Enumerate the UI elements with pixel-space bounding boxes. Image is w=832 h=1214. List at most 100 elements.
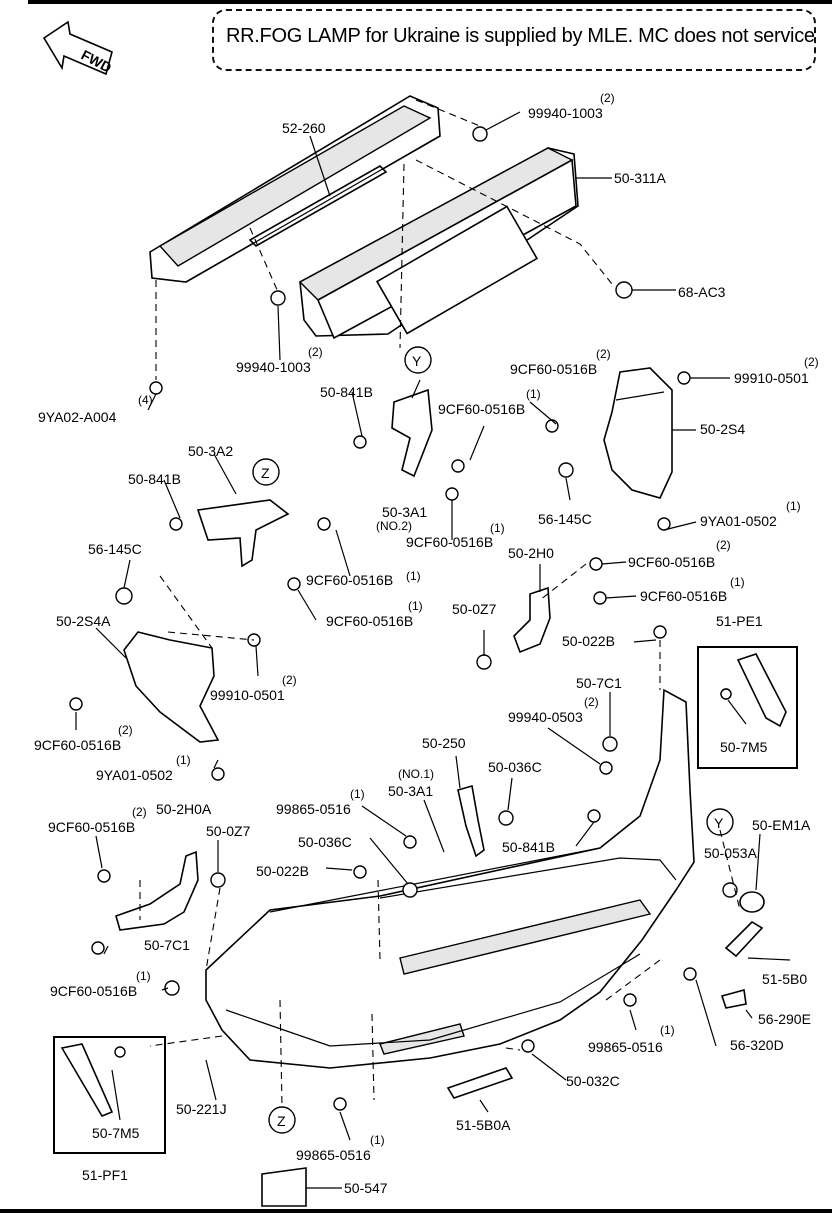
part-51-5B0A-reflector: [446, 1067, 514, 1099]
part-56-290E-cap: [720, 988, 747, 1009]
label-50-022B: 50-022B: [562, 633, 615, 649]
label-50-053A: 50-053A: [704, 845, 758, 861]
label-9CF60-0516B: 9CF60-0516B: [510, 361, 597, 377]
inset-box-51-pe1: [697, 646, 798, 769]
service-note-text: RR.FOG LAMP for Ukraine is supplied by M…: [226, 25, 815, 47]
label-9YA02-A004: 9YA02-A004: [38, 409, 117, 425]
label-56-290E: 56-290E: [758, 1011, 811, 1027]
svg-text:Y: Y: [412, 353, 422, 369]
svg-text:(1): (1): [176, 753, 191, 767]
label-50-841B-left: 50-841B: [128, 471, 181, 487]
label-50-3A1-no1: 50-3A1: [388, 783, 433, 799]
svg-text:(NO.1): (NO.1): [398, 767, 434, 781]
label-9YA01-0502-left: 9YA01-0502: [96, 767, 173, 783]
svg-text:(NO.2): (NO.2): [376, 519, 412, 533]
label-50-2S4: 50-2S4: [700, 421, 745, 437]
part-50-2S4A-splash-shield: [123, 631, 220, 743]
svg-text:(1): (1): [408, 599, 423, 613]
label-9CF60-0516B: 9CF60-0516B: [48, 819, 135, 835]
part-50-3A1-no2-bracket: [391, 379, 433, 478]
part-50-2H0-bracket: [513, 586, 551, 654]
label-50-7C1-left: 50-7C1: [144, 937, 190, 953]
svg-text:(2): (2): [118, 723, 133, 737]
svg-text:(2): (2): [282, 673, 297, 687]
marker-y-lower: Y: [706, 808, 734, 836]
label-50-547: 50-547: [344, 1180, 388, 1196]
label-9CF60-0516B: 9CF60-0516B: [438, 401, 525, 417]
svg-text:(2): (2): [308, 345, 323, 359]
label-50-7C1: 50-7C1: [576, 675, 622, 691]
svg-text:(1): (1): [786, 499, 801, 513]
service-note-box: [212, 9, 816, 71]
forward-direction-arrow-icon: FWD: [42, 20, 114, 76]
label-50-221J: 50-221J: [176, 1101, 227, 1117]
svg-text:(1): (1): [660, 1023, 675, 1037]
marker-z-lower: Z: [268, 1106, 296, 1134]
svg-text:Z: Z: [261, 465, 270, 481]
part-51-5B0-reflector: [724, 920, 764, 958]
alignment-lines-upper: [155, 99, 613, 380]
top-border-line: [28, 0, 832, 4]
label-9CF60-0516B: 9CF60-0516B: [326, 613, 413, 629]
label-56-320D: 56-320D: [730, 1037, 784, 1053]
label-56-145C: 56-145C: [538, 511, 592, 527]
svg-text:(1): (1): [350, 787, 365, 801]
inset-box-51-pf1: [53, 1036, 166, 1154]
label-99940-0503: 99940-0503: [508, 709, 583, 725]
marker-z-upper: Z: [252, 458, 280, 486]
label-50-022B-left: 50-022B: [256, 863, 309, 879]
part-labels: 52-260 (2) 99940-1003 50-311A 68-AC3 (2)…: [34, 91, 819, 1196]
label-9CF60-0516B: 9CF60-0516B: [50, 983, 137, 999]
label-56-145C-left: 56-145C: [88, 541, 142, 557]
label-50-841B: 50-841B: [320, 384, 373, 400]
label-51-5B0A: 51-5B0A: [456, 1117, 511, 1133]
part-50-311A-absorber: [298, 147, 579, 340]
label-50-EM1A: 50-EM1A: [752, 817, 811, 833]
label-9YA01-0502: 9YA01-0502: [700, 513, 777, 529]
svg-text:(1): (1): [370, 1133, 385, 1147]
label-52-260: 52-260: [282, 120, 326, 136]
svg-text:(1): (1): [730, 575, 745, 589]
svg-text:(2): (2): [716, 538, 731, 552]
label-50-7M5-inset-left: 50-7M5: [92, 1125, 140, 1141]
label-50-7M5-inset: 50-7M5: [720, 739, 768, 755]
svg-text:(4): (4): [138, 393, 153, 407]
label-99910-0501: 99910-0501: [734, 370, 809, 386]
label-99865-0516-bottom: 99865-0516: [296, 1147, 371, 1163]
label-99865-0516-right: 99865-0516: [588, 1039, 663, 1055]
bottom-border-line: [0, 1209, 832, 1213]
svg-text:(2): (2): [596, 347, 611, 361]
label-99910-0501-left: 99910-0501: [210, 687, 285, 703]
marker-y-top: Y: [404, 346, 432, 374]
svg-text:(2): (2): [132, 805, 147, 819]
label-99940-1003: 99940-1003: [528, 105, 603, 121]
label-99865-0516: 99865-0516: [276, 801, 351, 817]
svg-text:Y: Y: [714, 815, 724, 831]
label-50-036C: 50-036C: [488, 759, 542, 775]
svg-text:Z: Z: [277, 1113, 286, 1129]
label-51-5B0: 51-5B0: [762, 971, 807, 987]
svg-text:(1): (1): [136, 969, 151, 983]
part-50-2S4-splash-shield: [603, 367, 673, 499]
label-50-841B-lower: 50-841B: [502, 839, 555, 855]
part-50-250-bracket: [457, 784, 485, 858]
label-9CF60-0516B: 9CF60-0516B: [406, 534, 493, 550]
fasteners: [69, 126, 738, 1111]
label-50-0Z7-left: 50-0Z7: [206, 823, 251, 839]
part-50-221J-bumper-cover: [205, 688, 695, 1069]
label-9CF60-0516B: 9CF60-0516B: [306, 572, 393, 588]
svg-text:(2): (2): [584, 695, 599, 709]
part-50-2H0A-bracket: [115, 850, 199, 931]
label-68-AC3: 68-AC3: [678, 284, 726, 300]
svg-text:(1): (1): [526, 387, 541, 401]
label-50-3A1-no2: 50-3A1: [382, 504, 427, 520]
label-9CF60-0516B: 9CF60-0516B: [34, 737, 121, 753]
label-50-250: 50-250: [422, 735, 466, 751]
label-9CF60-0516B: 9CF60-0516B: [640, 588, 727, 604]
label-50-3A2: 50-3A2: [188, 443, 233, 459]
part-50-3A2-bracket: [196, 499, 290, 568]
part-50-547-plate: [261, 1167, 307, 1207]
label-51-PF1: 51-PF1: [82, 1167, 128, 1183]
part-52-260-reinforcement: [149, 95, 441, 283]
